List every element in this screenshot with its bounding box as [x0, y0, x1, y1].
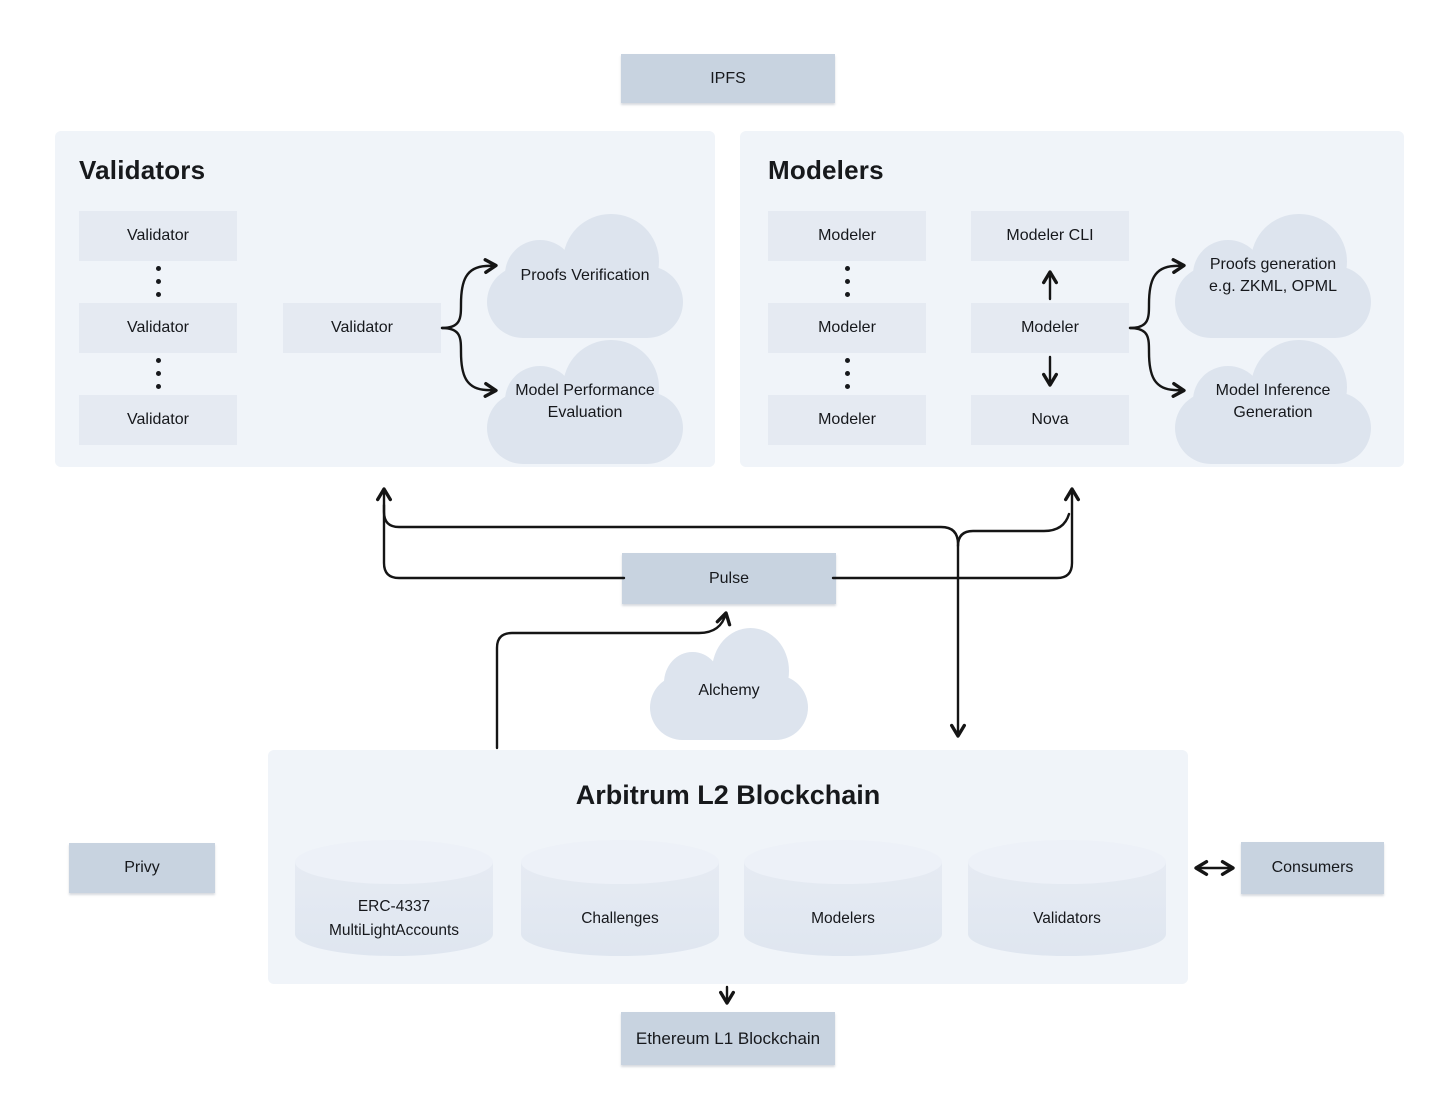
dot [155, 358, 161, 363]
cloud-base [1175, 392, 1371, 464]
cloud-label: Alchemy [698, 681, 760, 699]
privy-node: Privy [69, 843, 215, 893]
cloud-label: Proofs generation e.g. ZKML, OPML [1208, 256, 1338, 295]
modelers-panel-title: Modelers [768, 155, 884, 185]
ellipsis-dots [844, 266, 850, 297]
connector-branch-to-modelers [956, 512, 1071, 548]
validator-node: Validator [79, 211, 237, 261]
cloud-label: Proofs Verification [520, 267, 650, 284]
cloud-label: Model Inference Generation [1215, 382, 1331, 421]
ellipsis-dots [844, 358, 850, 389]
cylinder-label: Modelers [811, 910, 875, 927]
arrow-pulse-to-validators [376, 487, 626, 580]
validator-node: Validator [79, 395, 237, 445]
cylinder-top [968, 840, 1166, 884]
proofs-verification-cloud: Proofs Verification [487, 214, 683, 338]
dot [155, 266, 161, 271]
cylinder-label: Challenges [581, 910, 659, 927]
consumers-label: Consumers [1271, 859, 1354, 876]
cloud-label: Model Performance Evaluation [515, 382, 655, 421]
cloud-base [487, 392, 683, 464]
nova-node: Nova [971, 395, 1129, 445]
cylinder-top [521, 840, 719, 884]
dot [844, 266, 850, 271]
cloud-base [1175, 266, 1371, 338]
validator-node: Validator [79, 303, 237, 353]
modeler-hub-label: Modeler [1021, 319, 1079, 336]
dot [844, 292, 850, 297]
privy-label: Privy [124, 859, 160, 876]
pulse-label: Pulse [708, 569, 750, 587]
modeler-hub-node: Modeler [971, 303, 1129, 353]
cylinder-label: ERC-4337 MultiLightAccounts [328, 898, 460, 939]
cylinder-erc4337: ERC-4337 MultiLightAccounts [295, 840, 493, 956]
modeler-node: Modeler [768, 303, 926, 353]
ipfs-node: IPFS [621, 54, 835, 103]
cylinder-validators: Validators [968, 840, 1166, 956]
modeler-label: Modeler [818, 411, 876, 428]
cylinder-modelers: Modelers [744, 840, 942, 956]
alchemy-cloud: Alchemy [650, 628, 808, 740]
dot [155, 371, 161, 376]
validator-hub-node: Validator [283, 303, 441, 353]
dot [155, 279, 161, 284]
validators-panel-title: Validators [79, 155, 206, 185]
cylinder-label: Validators [1033, 910, 1101, 927]
dot [155, 384, 161, 389]
cylinder-top [295, 840, 493, 884]
modeler-label: Modeler [818, 227, 876, 244]
validator-hub-label: Validator [331, 319, 393, 336]
model-performance-cloud: Model Performance Evaluation [487, 340, 683, 464]
model-inference-cloud: Model Inference Generation [1175, 340, 1371, 464]
cloud-base [487, 266, 683, 338]
validator-label: Validator [127, 227, 189, 244]
pulse-node: Pulse [622, 553, 836, 604]
validator-label: Validator [127, 319, 189, 336]
modeler-node: Modeler [768, 211, 926, 261]
modeler-label: Modeler [818, 319, 876, 336]
cylinder-top [744, 840, 942, 884]
consumers-node: Consumers [1241, 842, 1384, 894]
dot [844, 371, 850, 376]
ethereum-node: Ethereum L1 Blockchain [621, 1012, 835, 1065]
modeler-cli-node: Modeler CLI [971, 211, 1129, 261]
dot [844, 358, 850, 363]
modeler-node: Modeler [768, 395, 926, 445]
ellipsis-dots [155, 266, 161, 297]
nova-label: Nova [1031, 411, 1069, 428]
proofs-generation-cloud: Proofs generation e.g. ZKML, OPML [1175, 214, 1371, 338]
arrow-pulse-to-modelers [831, 487, 1080, 580]
modeler-cli-label: Modeler CLI [1006, 227, 1094, 244]
ipfs-label: IPFS [710, 69, 746, 87]
ethereum-label: Ethereum L1 Blockchain [635, 1028, 821, 1048]
dot [844, 279, 850, 284]
cylinder-challenges: Challenges [521, 840, 719, 956]
dot [155, 292, 161, 297]
ellipsis-dots [155, 358, 161, 389]
dot [844, 384, 850, 389]
arbitrum-title: Arbitrum L2 Blockchain [575, 780, 881, 810]
validator-label: Validator [127, 411, 189, 428]
